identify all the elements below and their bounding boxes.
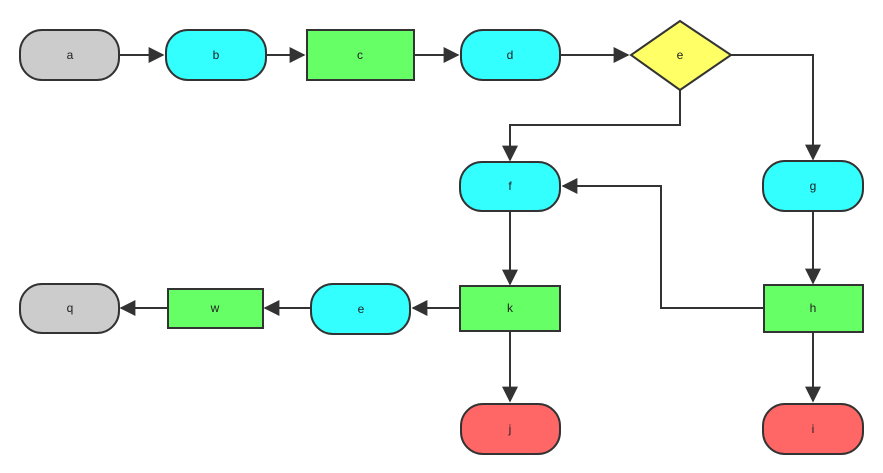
node-j-label: j xyxy=(508,422,512,436)
node-i-shape xyxy=(762,403,864,455)
node-j-shape xyxy=(460,403,561,455)
node-e-rounded: e xyxy=(310,283,411,335)
node-k-shape xyxy=(459,285,561,332)
node-b-label: b xyxy=(213,48,220,62)
node-e-rounded-shape xyxy=(310,283,411,335)
node-e-decision: e xyxy=(629,19,733,92)
node-i-label: i xyxy=(812,422,815,436)
edge-e-f xyxy=(502,90,681,162)
node-e-decision-shape xyxy=(629,19,733,92)
node-c: c xyxy=(306,29,415,81)
edge-h-f xyxy=(561,178,764,309)
node-c-label: c xyxy=(357,48,363,62)
node-b-shape xyxy=(165,29,267,81)
node-a: a xyxy=(19,29,120,81)
edge-e-g xyxy=(731,54,821,161)
node-i: i xyxy=(762,403,864,455)
node-d-label: d xyxy=(507,48,514,62)
edges xyxy=(119,47,821,403)
node-d-shape xyxy=(460,29,561,81)
node-d: d xyxy=(460,29,561,81)
node-h-shape xyxy=(763,284,864,333)
node-q-shape xyxy=(19,283,120,334)
node-f-label: f xyxy=(508,179,512,193)
node-w-shape xyxy=(167,288,264,329)
node-k: k xyxy=(459,285,561,332)
node-b: b xyxy=(165,29,267,81)
node-g-shape xyxy=(762,160,864,212)
node-w-label: w xyxy=(210,301,220,315)
node-a-label: a xyxy=(67,48,74,62)
node-e-decision-label: e xyxy=(677,48,684,62)
node-h-label: h xyxy=(810,301,817,315)
node-c-shape xyxy=(306,29,415,81)
node-f-shape xyxy=(459,161,561,212)
node-a-shape xyxy=(19,29,120,81)
node-q: q xyxy=(19,283,120,334)
node-j: j xyxy=(460,403,561,455)
node-h: h xyxy=(763,284,864,333)
node-e-rounded-label: e xyxy=(358,302,365,316)
node-w: w xyxy=(167,288,264,329)
node-g-label: g xyxy=(810,179,817,193)
node-g: g xyxy=(762,160,864,212)
node-f: f xyxy=(459,161,561,212)
node-q-label: q xyxy=(67,301,74,315)
node-k-label: k xyxy=(507,301,514,315)
